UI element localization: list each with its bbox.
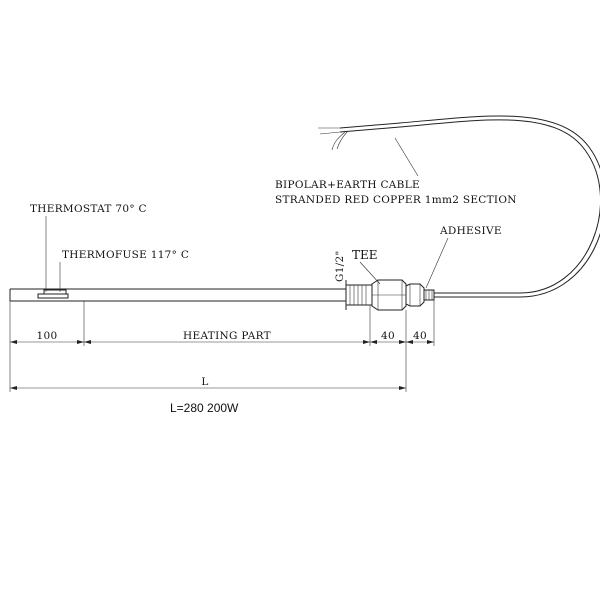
tee-label: TEE bbox=[352, 248, 378, 262]
dimension-40-a: 40 bbox=[381, 330, 395, 342]
dimension-row-1 bbox=[10, 340, 434, 344]
thread-fitting bbox=[345, 280, 373, 310]
adhesive-label: ADHESIVE bbox=[439, 225, 502, 237]
heating-tube bbox=[9, 288, 346, 302]
thermostat-element bbox=[37, 289, 69, 299]
thread-label: G1/2" bbox=[334, 250, 346, 282]
dimension-l: L bbox=[201, 376, 208, 388]
cable bbox=[318, 115, 600, 298]
leader-lines bbox=[45, 137, 449, 292]
spec-label: L=280 200W bbox=[170, 401, 239, 415]
dimension-40-b: 40 bbox=[413, 330, 427, 342]
cable-label-line1: BIPOLAR+EARTH CABLE bbox=[275, 179, 420, 191]
tee-body bbox=[371, 279, 407, 311]
cable-label-line2: STRANDED RED COPPER 1mm2 SECTION bbox=[275, 194, 517, 206]
cable-gland bbox=[405, 283, 435, 307]
extension-lines bbox=[9, 300, 435, 392]
dimension-100: 100 bbox=[37, 330, 58, 342]
thermofuse-label: THERMOFUSE 117° C bbox=[62, 249, 189, 261]
dimension-heating-part: HEATING PART bbox=[183, 330, 271, 342]
thermostat-label: THERMOSTAT 70° C bbox=[30, 203, 147, 215]
dimension-row-2 bbox=[10, 386, 406, 390]
